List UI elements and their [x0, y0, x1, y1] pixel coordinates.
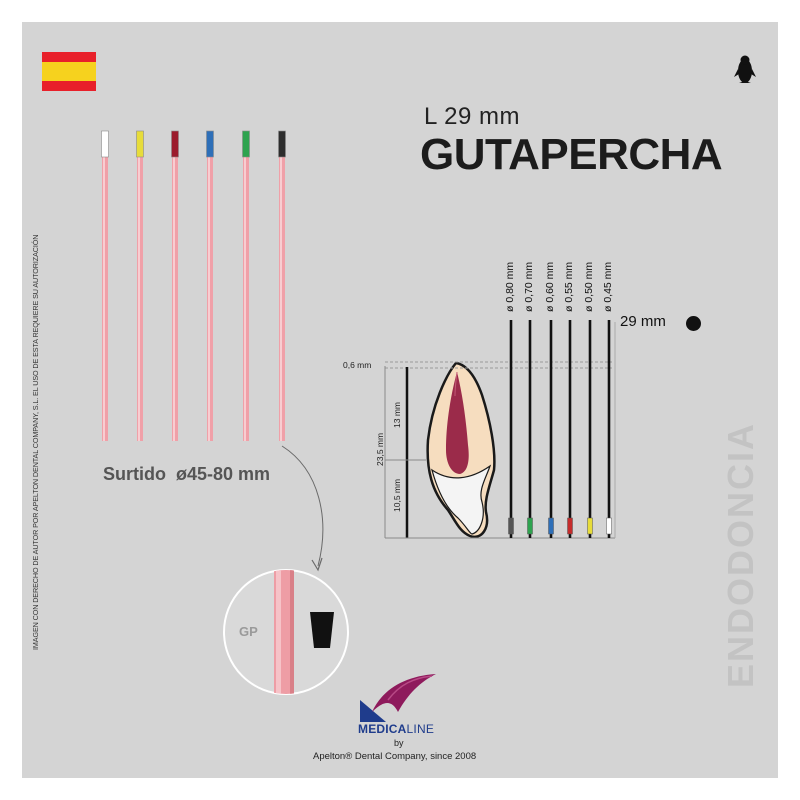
product-card	[22, 22, 778, 778]
diagram-cone-tip	[567, 517, 573, 535]
diagram-cone-tip	[508, 517, 514, 535]
product-title: GUTAPERCHA	[420, 130, 723, 179]
assortment-label: Surtido ø45-80 mm	[103, 464, 271, 484]
cone-color-tip	[136, 130, 144, 158]
company-name: Apelton® Dental Company, since 2008	[313, 751, 477, 762]
cone-color-tip	[242, 130, 250, 158]
length-indicator: 29 mm	[620, 313, 666, 330]
gutta-percha-cone	[278, 130, 286, 441]
gp-label: GP	[239, 624, 258, 639]
gutta-percha-cone	[101, 130, 109, 441]
cone-color-tip	[101, 130, 109, 158]
brand-by: by	[394, 738, 404, 748]
cone-color-tip	[171, 130, 179, 158]
cone-taper-icon	[310, 612, 334, 648]
cone-color-tip	[278, 130, 286, 158]
gutta-percha-cone	[242, 130, 250, 441]
diagram-cone-tip	[587, 517, 593, 535]
diagram-cone-tip	[527, 517, 533, 535]
cone-color-tip	[206, 130, 214, 158]
gutta-percha-cone	[136, 130, 144, 441]
enamel-shape	[430, 464, 492, 535]
length-dot-icon	[686, 316, 701, 331]
penguin-icon	[734, 55, 756, 83]
brand-name-bold: MEDICA	[358, 722, 407, 736]
brand-name: MEDICALINE	[358, 722, 434, 736]
apex-measure: 0,6 mm	[343, 360, 372, 370]
length-label: L 29 mm	[424, 103, 520, 130]
diagram-cone-tip	[548, 517, 554, 535]
brand-name-light: LINE	[406, 722, 435, 736]
diagram-cone-tip	[606, 517, 612, 535]
gutta-percha-cone	[171, 130, 179, 441]
pulp-canal	[446, 372, 469, 474]
gutta-percha-cone	[206, 130, 214, 441]
spain-flag-icon	[42, 52, 96, 91]
